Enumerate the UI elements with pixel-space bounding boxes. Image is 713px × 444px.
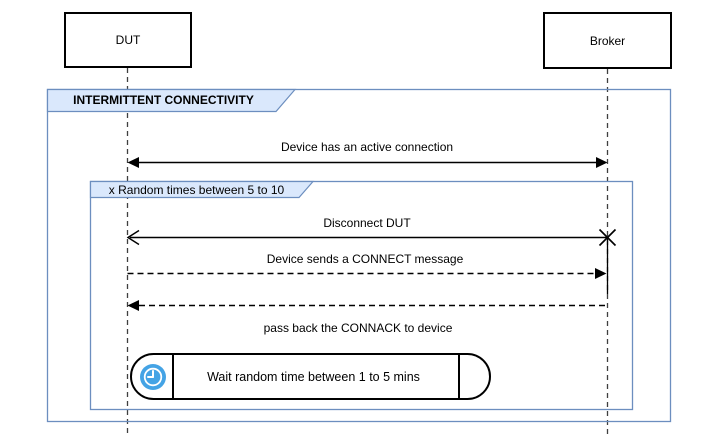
message-line-active-connection bbox=[127, 157, 608, 168]
message-label-disconnect-dut: Disconnect DUT bbox=[323, 216, 411, 230]
outer-frame-title: INTERMITTENT CONNECTIVITY bbox=[73, 93, 254, 107]
loop-frame-border bbox=[89, 180, 634, 411]
actor-broker: Broker bbox=[543, 12, 672, 69]
actor-dut: DUT bbox=[64, 12, 192, 68]
message-label-connect: Device sends a CONNECT message bbox=[266, 252, 464, 266]
message-label-active-connection: Device has an active connection bbox=[280, 140, 454, 154]
loop-frame-label-tab bbox=[89, 180, 315, 199]
message-label-connack: pass back the CONNACK to device bbox=[263, 321, 453, 335]
stadium-divider-left bbox=[172, 354, 174, 399]
wait-activity-label: Wait random time between 1 to 5 mins bbox=[207, 369, 420, 384]
loop-frame-title: x Random times between 5 to 10 bbox=[108, 183, 285, 197]
wait-activity-box: Wait random time between 1 to 5 mins bbox=[130, 353, 491, 400]
actor-dut-label: DUT bbox=[115, 33, 141, 47]
message-line-connect bbox=[127, 268, 607, 279]
message-line-connack bbox=[127, 300, 608, 311]
clock-icon bbox=[140, 364, 166, 390]
message-line-disconnect-dut bbox=[126, 228, 617, 247]
outer-frame-border bbox=[46, 88, 672, 423]
outer-frame-label-tab bbox=[46, 88, 297, 113]
stadium-divider-right bbox=[458, 354, 460, 399]
actor-broker-label: Broker bbox=[589, 33, 626, 48]
